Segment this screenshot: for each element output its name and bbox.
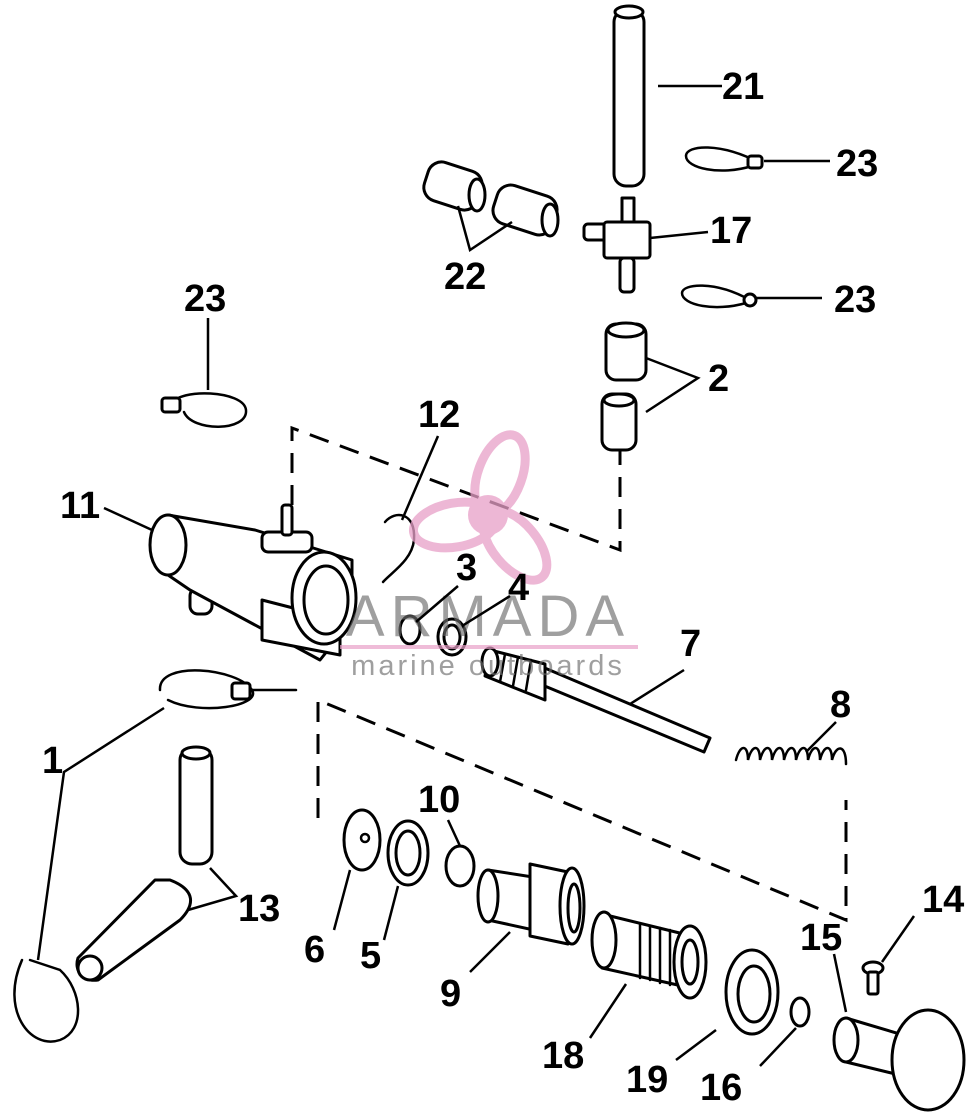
leader-14 [880, 915, 916, 963]
leader-19 [675, 1029, 717, 1061]
leader-8 [805, 721, 837, 753]
leader-7 [629, 668, 685, 706]
callout-17: 17 [710, 210, 752, 252]
part-15-knob [832, 1008, 966, 1112]
leader-11 [103, 506, 153, 532]
callout-2: 2 [708, 358, 729, 400]
part-8-spring [734, 746, 848, 766]
callout-1: 1 [42, 740, 63, 782]
watermark-tagline: marine outboards [351, 650, 625, 682]
part-2-hoses [600, 321, 648, 452]
part-14-screw [861, 960, 885, 996]
callout-15: 15 [800, 917, 842, 959]
dashed-guide-lower [316, 697, 848, 923]
callout-6: 6 [304, 929, 325, 971]
part-11-body [148, 503, 358, 662]
callout-14: 14 [922, 879, 964, 921]
part-19-lock-ring [724, 948, 780, 1036]
watermark-name: ARMADA [346, 584, 630, 649]
callout-8: 8 [830, 684, 851, 726]
callout-23-top: 23 [836, 143, 878, 185]
leader-5 [382, 885, 400, 941]
leader-13 [187, 867, 239, 912]
part-23-clamp-top-right [684, 146, 764, 172]
leader-18 [588, 983, 628, 1039]
leader-4 [461, 594, 511, 628]
callout-4: 4 [508, 567, 529, 609]
leader-2 [645, 356, 701, 414]
callout-9: 9 [440, 973, 461, 1015]
callout-19: 19 [626, 1059, 668, 1101]
part-23-clamp-left [160, 392, 248, 428]
leader-16 [759, 1027, 797, 1067]
callout-21: 21 [722, 66, 764, 108]
part-1-clamp-strap [158, 669, 298, 710]
part-23-clamp-mid-right [680, 284, 758, 309]
callout-3: 3 [456, 547, 477, 589]
callout-11: 11 [60, 485, 100, 527]
leader-12 [400, 435, 440, 521]
part-18-nut [590, 910, 708, 1000]
watermark-propeller-logo [408, 430, 552, 585]
leader-15 [832, 953, 848, 1013]
watermark-rule [340, 645, 638, 649]
part-3-o-ring [398, 614, 422, 646]
part-22-hoses [422, 160, 560, 238]
callout-7: 7 [680, 623, 701, 665]
callout-16: 16 [700, 1067, 742, 1109]
leader-17 [649, 230, 709, 240]
leader-9 [469, 931, 511, 973]
leader-6 [332, 869, 352, 931]
dashed-guide-upper [290, 425, 622, 553]
leader-22 [456, 205, 513, 253]
leader-1 [36, 706, 165, 961]
part-16-ring [789, 996, 811, 1028]
part-5-seal-ring [386, 819, 430, 887]
callout-23-mid: 23 [834, 279, 876, 321]
leader-3 [415, 585, 459, 623]
part-21-tube [612, 4, 646, 188]
part-13-hoses [75, 745, 214, 982]
callout-23-left: 23 [184, 278, 226, 320]
callout-10: 10 [418, 779, 460, 821]
part-1-strap-bottom [13, 958, 80, 1043]
callout-22: 22 [444, 256, 486, 298]
callout-13: 13 [238, 888, 280, 930]
callout-5: 5 [360, 935, 381, 977]
callout-12: 12 [418, 394, 460, 436]
part-7-shaft [480, 646, 712, 754]
part-12-clip [381, 513, 416, 584]
part-9-fitting [476, 862, 586, 946]
leader-10 [446, 819, 462, 847]
part-6-washer [342, 808, 382, 872]
part-10-o-ring [444, 844, 476, 888]
part-17-tee-fitting [582, 196, 652, 294]
callout-18: 18 [542, 1035, 584, 1077]
